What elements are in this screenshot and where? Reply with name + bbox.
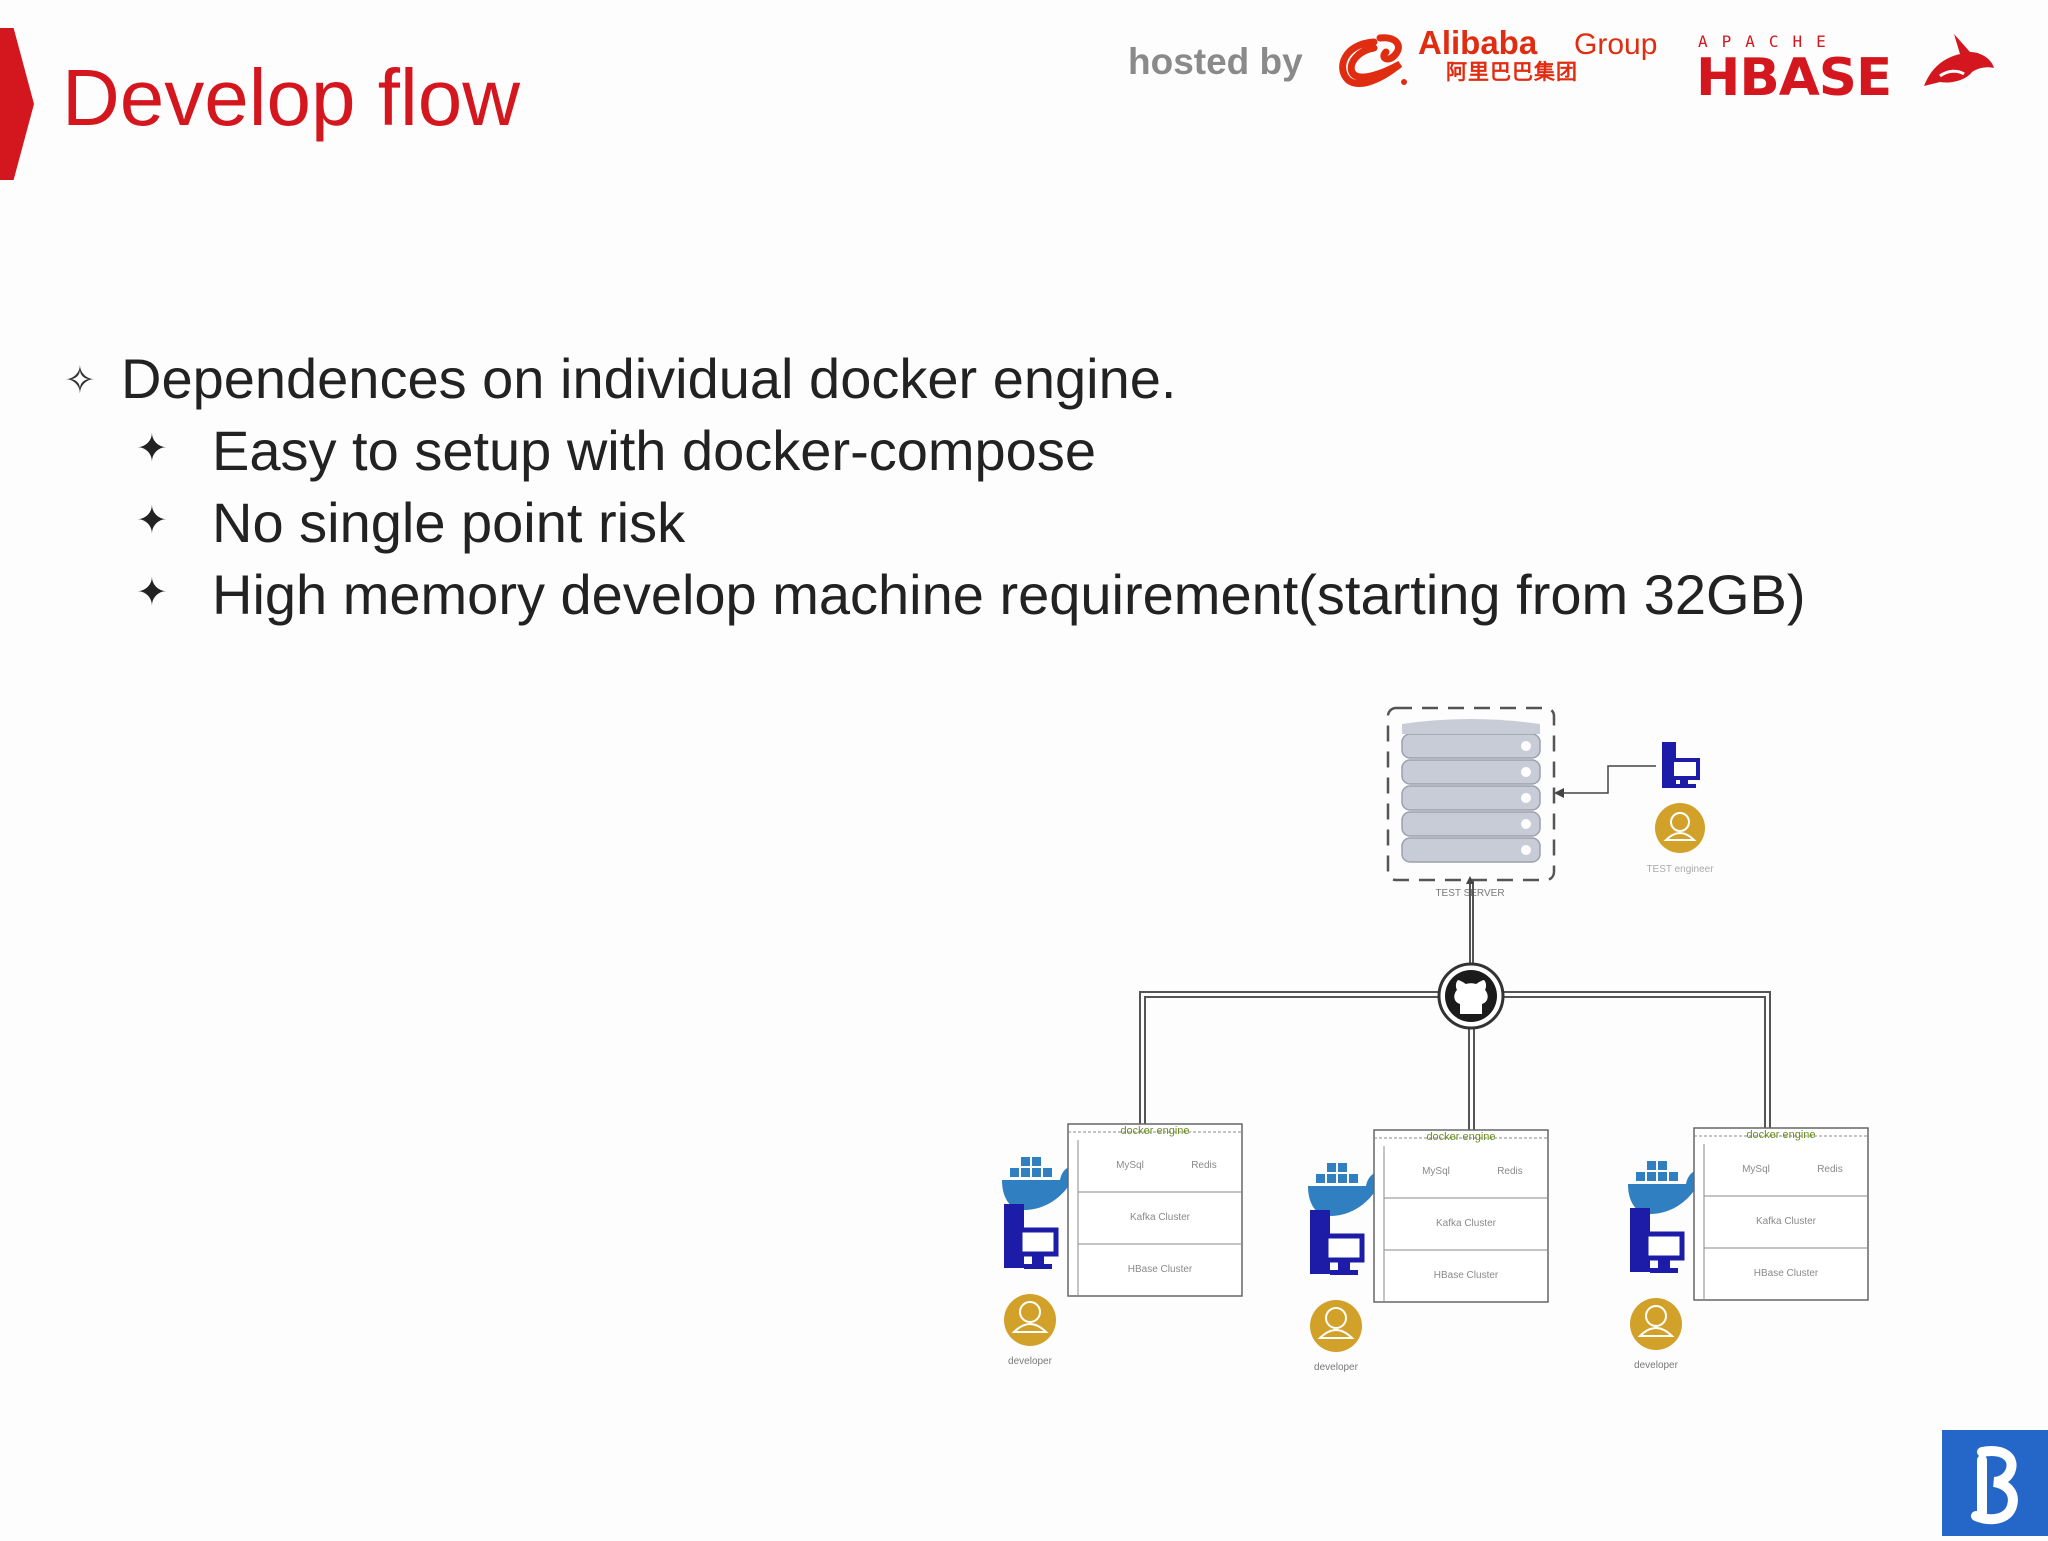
sub-bullet-text: High memory develop machine requirement(…	[212, 563, 1806, 626]
alibaba-chinese-name: 阿里巴巴集团	[1446, 61, 1578, 84]
engine-row-kafka: Kafka Cluster	[1756, 1216, 1817, 1227]
hosted-by-text: hosted by	[1128, 41, 1303, 82]
engine-title: docker engine	[1120, 1125, 1189, 1137]
engine-title: docker engine	[1746, 1129, 1815, 1141]
docker-icon	[1308, 1163, 1380, 1216]
hollow-star-bullet-icon: ✧	[64, 360, 96, 402]
developer-avatar-icon	[1004, 1294, 1056, 1346]
developer-avatar-icon	[1310, 1300, 1362, 1352]
engine-row-redis: Redis	[1191, 1160, 1217, 1171]
developer-computer-icon	[1004, 1204, 1059, 1269]
developer-computer-icon	[1630, 1208, 1685, 1273]
developer-stack: developer docker engine MySql Redis Kafk…	[1628, 1127, 1869, 1371]
star-bullet-icon: ✦	[136, 500, 168, 542]
alibaba-name: Alibaba	[1418, 24, 1538, 61]
test-engineer-label: TEST engineer	[1646, 864, 1714, 875]
developer-label: developer	[1314, 1362, 1359, 1373]
star-bullet-icon: ✦	[136, 428, 168, 470]
engine-row-mysql: MySql	[1742, 1164, 1770, 1175]
apache-wordmark: APACHE	[1698, 32, 1840, 51]
docker-icon	[1002, 1157, 1074, 1210]
engine-row-hbase: HBase Cluster	[1754, 1268, 1819, 1279]
orca-logo-icon	[1924, 34, 1994, 86]
corner-logo-icon	[1971, 1446, 2018, 1525]
docker-icon	[1628, 1161, 1700, 1214]
engine-row-kafka: Kafka Cluster	[1130, 1212, 1191, 1223]
bullet-main-text: Dependences on individual docker engine.	[121, 347, 1177, 410]
test-engineer-computer-icon	[1662, 742, 1700, 788]
slide-title: Develop flow	[62, 53, 521, 142]
engine-row-hbase: HBase Cluster	[1128, 1264, 1193, 1275]
developer-avatar-icon	[1630, 1298, 1682, 1350]
developer-label: developer	[1008, 1356, 1053, 1367]
test-engineer-avatar-icon	[1655, 803, 1705, 853]
corner-logo-badge	[1942, 1430, 2048, 1536]
engine-row-mysql: MySql	[1422, 1166, 1450, 1177]
docker-engine-box: docker engine MySql Redis Kafka Cluster …	[1373, 1129, 1549, 1303]
engine-title: docker engine	[1426, 1131, 1495, 1143]
star-bullet-icon: ✦	[136, 572, 168, 614]
developer-label: developer	[1634, 1360, 1679, 1371]
engine-row-kafka: Kafka Cluster	[1436, 1218, 1497, 1229]
docker-engine-box: docker engine MySql Redis Kafka Cluster …	[1067, 1123, 1243, 1297]
alibaba-logo-icon	[1339, 34, 1407, 87]
engine-row-mysql: MySql	[1116, 1160, 1144, 1171]
test-server-icon	[1386, 706, 1556, 882]
architecture-diagram: TEST SERVER TEST engineer	[1002, 706, 1869, 1373]
github-icon	[1437, 962, 1505, 1030]
alibaba-group: Group	[1574, 28, 1658, 61]
title-chevron	[0, 28, 34, 180]
sub-bullet-text: No single point risk	[212, 491, 686, 554]
engine-row-hbase: HBase Cluster	[1434, 1270, 1499, 1281]
hbase-wordmark: HBASE	[1696, 48, 1892, 108]
docker-engine-box: docker engine MySql Redis Kafka Cluster …	[1693, 1127, 1869, 1301]
engine-row-redis: Redis	[1497, 1166, 1523, 1177]
sub-bullet-text: Easy to setup with docker-compose	[212, 419, 1096, 482]
developer-stack: developer docker engine MySql Redis Kafk…	[1002, 1123, 1243, 1367]
developer-stack: developer docker engine MySql Redis Kafk…	[1308, 1129, 1549, 1373]
developer-computer-icon	[1310, 1210, 1365, 1275]
engine-row-redis: Redis	[1817, 1164, 1843, 1175]
